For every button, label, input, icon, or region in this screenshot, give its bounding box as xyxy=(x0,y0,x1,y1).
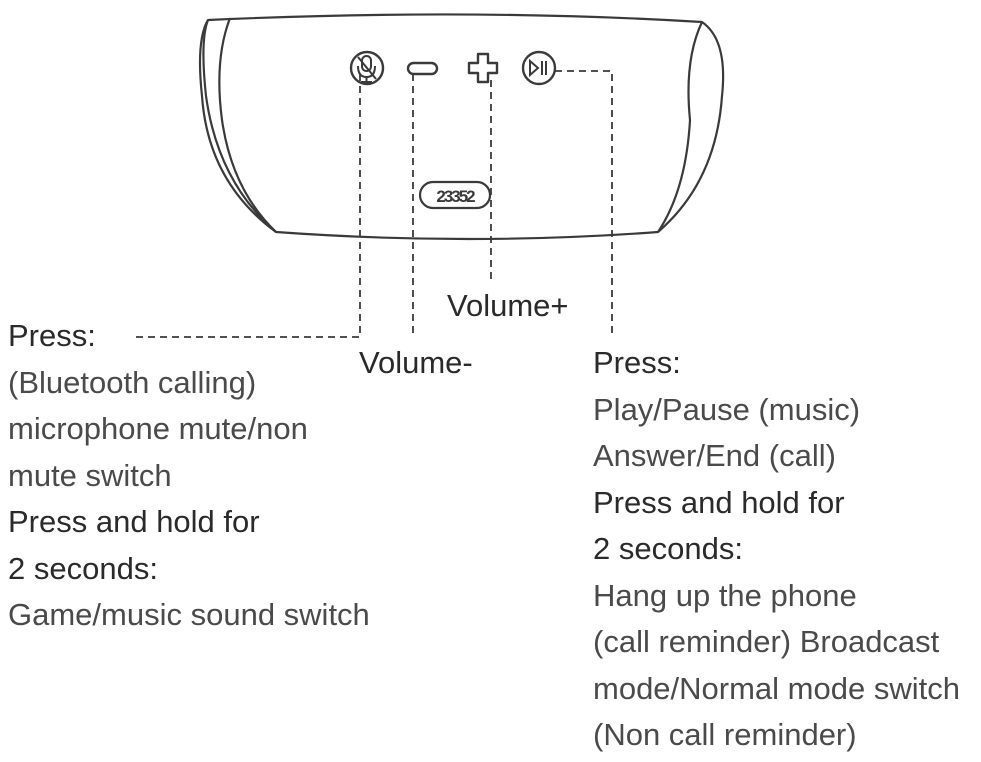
play-hold-line: (Non call reminder) xyxy=(593,717,857,752)
play-hold-line: Hang up the phone xyxy=(593,577,857,613)
play-hold-heading: 2 seconds: xyxy=(593,531,743,566)
play-hold-heading: Press and hold for xyxy=(593,484,845,520)
mic-description: Press: (Bluetooth calling) microphone mu… xyxy=(8,313,370,639)
mic-press-line: (Bluetooth calling) xyxy=(8,364,257,400)
play-hold-line: mode/Normal mode switch xyxy=(593,670,960,706)
play-description: Press: Play/Pause (music) Answer/End (ca… xyxy=(593,340,960,759)
play-pause-button[interactable] xyxy=(521,50,557,86)
volume-plus-label: Volume+ xyxy=(447,288,569,323)
badge-text: 23352 xyxy=(436,187,475,206)
play-hold-line: (call reminder) Broadcast xyxy=(593,624,940,659)
leader-lines xyxy=(134,70,613,338)
plus-icon xyxy=(467,52,499,84)
volume-plus-button[interactable] xyxy=(467,52,499,84)
play-press-line: Play/Pause (music) xyxy=(593,391,861,427)
mic-hold-heading: 2 seconds: xyxy=(8,550,158,586)
microphone-icon xyxy=(357,55,377,83)
volume-minus-button[interactable] xyxy=(406,61,439,76)
leader-line-play xyxy=(555,70,613,336)
mic-press-line: microphone mute/non xyxy=(8,411,308,446)
mic-hold-line: Game/music sound switch xyxy=(8,597,370,632)
center-badge: 23352 xyxy=(418,180,492,210)
play-press-heading: Press: xyxy=(593,345,681,380)
mic-press-heading: Press: xyxy=(8,318,96,353)
leader-line-mic xyxy=(134,74,361,338)
speaker-body xyxy=(198,13,725,241)
play-pause-icon xyxy=(529,58,547,78)
volume-minus-label: Volume- xyxy=(359,345,473,380)
mic-press-line: mute switch xyxy=(8,457,172,493)
minus-icon xyxy=(406,61,439,76)
mic-hold-heading: Press and hold for xyxy=(8,504,260,539)
microphone-button[interactable] xyxy=(349,50,385,86)
play-press-line: Answer/End (call) xyxy=(593,438,836,473)
